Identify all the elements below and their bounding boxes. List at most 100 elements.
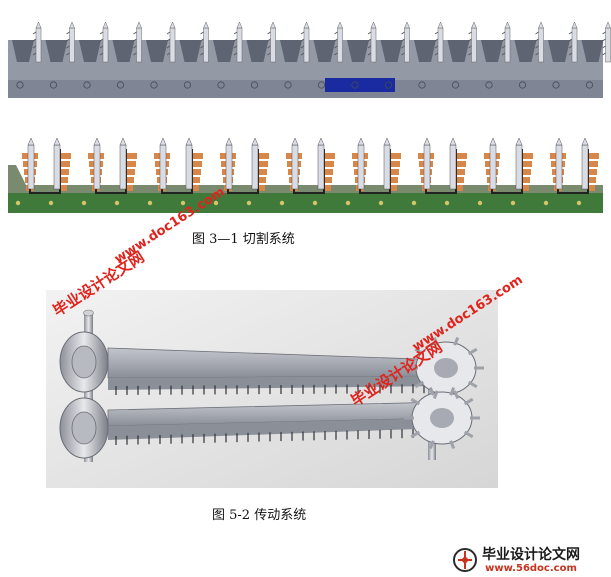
serrated-blade bbox=[270, 27, 276, 63]
serrated-blade bbox=[437, 27, 444, 63]
serrated-blade bbox=[449, 144, 457, 190]
base-tooth bbox=[213, 40, 235, 62]
cutting-system-top-view bbox=[8, 21, 611, 98]
rail-hole bbox=[217, 81, 225, 89]
base-dot bbox=[114, 200, 120, 206]
base-dot bbox=[312, 200, 318, 206]
serrated-blade bbox=[370, 27, 377, 63]
rail-hole bbox=[284, 81, 292, 89]
sprocket-tooth bbox=[463, 397, 474, 406]
base-dot bbox=[411, 200, 417, 206]
blue-drive-block bbox=[325, 78, 395, 92]
sprocket-tooth bbox=[432, 337, 439, 346]
base-tooth bbox=[12, 40, 34, 62]
figure-5-2-caption: 图 5-2 传动系统 bbox=[212, 508, 307, 523]
serrated-blade bbox=[538, 27, 544, 63]
rail-hole bbox=[317, 81, 326, 89]
base-dot bbox=[48, 200, 54, 206]
sprocket-tooth bbox=[463, 430, 474, 439]
base-tooth bbox=[380, 40, 403, 62]
sprocket-tooth bbox=[428, 387, 435, 396]
rail-hole bbox=[83, 81, 91, 89]
cutting-system-side-view bbox=[8, 137, 603, 213]
serrated-blade bbox=[136, 27, 142, 63]
rail-hole bbox=[150, 81, 158, 89]
rail-hole bbox=[16, 81, 24, 89]
rail-hole bbox=[183, 81, 192, 89]
serrated-blade bbox=[383, 144, 391, 190]
serrated-blade bbox=[489, 144, 497, 190]
serrated-blade bbox=[185, 144, 193, 190]
transmission-system-render bbox=[46, 290, 498, 488]
base-tooth bbox=[246, 40, 269, 62]
serrated-blade bbox=[337, 27, 343, 63]
rail-hole bbox=[418, 81, 426, 89]
base-dot bbox=[147, 200, 153, 206]
serrated-blade bbox=[203, 27, 209, 63]
serrated-blade bbox=[357, 144, 365, 190]
serrated-blade bbox=[303, 27, 310, 63]
base-tooth bbox=[581, 40, 604, 62]
base-tooth bbox=[514, 40, 537, 62]
rail-hole bbox=[116, 81, 125, 89]
base-tooth bbox=[45, 40, 68, 62]
serrated-blade bbox=[35, 27, 42, 63]
rail-hole bbox=[451, 81, 460, 89]
base-tooth bbox=[347, 40, 369, 62]
sprocket-tooth bbox=[449, 387, 456, 396]
base-dot bbox=[510, 200, 516, 206]
rail-hole bbox=[585, 81, 594, 89]
serrated-blade bbox=[515, 144, 523, 190]
sprocket-tooth bbox=[449, 440, 456, 449]
rail-hole bbox=[485, 81, 493, 89]
serrated-blade bbox=[317, 144, 325, 190]
serrated-blade bbox=[581, 144, 589, 190]
sprocket-tooth bbox=[467, 347, 478, 356]
base-tooth bbox=[280, 40, 302, 62]
green-base bbox=[8, 193, 603, 213]
rail-hole bbox=[351, 81, 359, 89]
base-tooth bbox=[112, 40, 135, 62]
right-lower-sprocket bbox=[411, 391, 473, 445]
base-tooth bbox=[146, 40, 168, 62]
base-dot bbox=[543, 200, 549, 206]
site-logo: 毕业设计论文网 www.56doc.com bbox=[452, 545, 608, 575]
serrated-blade bbox=[291, 144, 299, 190]
figure-3-1-caption: 图 3—1 切割系统 bbox=[192, 232, 295, 247]
serrated-blade bbox=[251, 144, 259, 190]
sprocket-tooth bbox=[453, 390, 460, 399]
sprocket-tooth bbox=[467, 380, 478, 389]
rail-hole bbox=[552, 81, 560, 89]
base-dot bbox=[477, 200, 483, 206]
base-tooth bbox=[313, 40, 336, 62]
serrated-blade bbox=[53, 144, 61, 190]
base-tooth bbox=[414, 40, 436, 62]
base-dot bbox=[213, 200, 219, 206]
serrated-blade bbox=[423, 144, 431, 190]
serrated-blade bbox=[471, 27, 477, 63]
rail-hole bbox=[250, 81, 259, 89]
logo-icon bbox=[453, 548, 477, 572]
base-tooth bbox=[548, 40, 570, 62]
serrated-blade bbox=[404, 27, 410, 63]
sprocket-tooth bbox=[432, 390, 439, 399]
serrated-blade bbox=[571, 27, 578, 63]
base-rail bbox=[8, 76, 603, 98]
base-dot bbox=[180, 200, 186, 206]
serrated-blade bbox=[225, 144, 233, 190]
serrated-blade bbox=[504, 27, 511, 63]
base-tooth bbox=[179, 40, 202, 62]
sprocket-tooth bbox=[414, 380, 425, 389]
base-dot bbox=[576, 200, 582, 206]
serrated-blade bbox=[169, 27, 176, 63]
sprocket-tooth bbox=[410, 397, 421, 406]
rail-hole bbox=[384, 81, 393, 89]
serrated-blade bbox=[27, 144, 35, 190]
sprocket-tooth bbox=[453, 337, 460, 346]
rail-hole bbox=[518, 81, 527, 89]
serrated-blade bbox=[236, 27, 243, 63]
logo-url: www.56doc.com bbox=[485, 562, 577, 574]
base-dot bbox=[246, 200, 252, 206]
sprocket-tooth bbox=[414, 347, 425, 356]
base-tooth bbox=[79, 40, 101, 62]
